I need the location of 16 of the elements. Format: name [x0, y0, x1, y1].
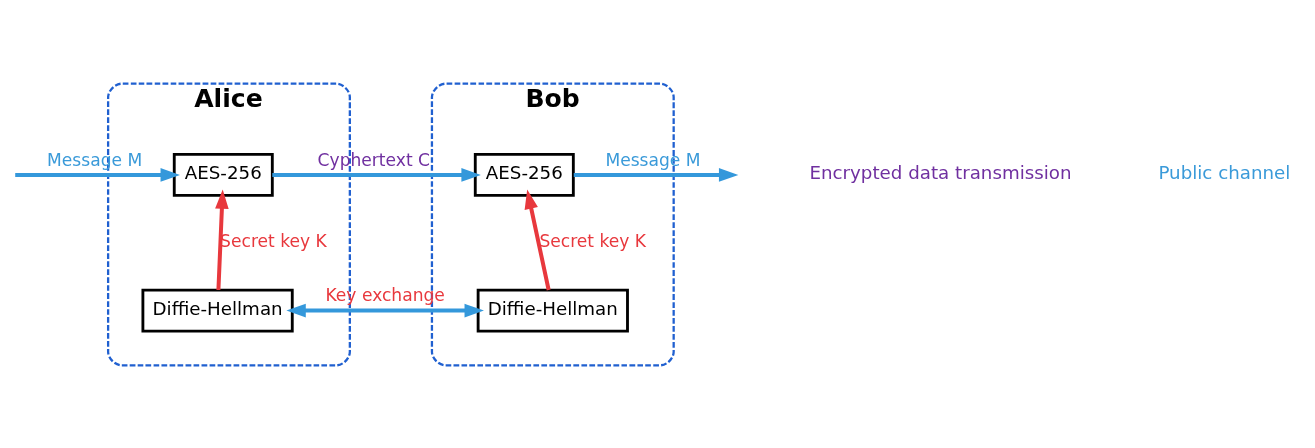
- arrow: [573, 167, 739, 182]
- arrow: [272, 167, 481, 182]
- edge-label: Secret key K: [220, 230, 327, 251]
- node-box: AES-256: [172, 152, 274, 197]
- arrow: [524, 189, 551, 290]
- label: Public channel: [1158, 161, 1291, 183]
- arrow: [215, 188, 229, 290]
- label: Encrypted data transmission: [809, 161, 1072, 183]
- node-box: AES-256: [473, 152, 575, 197]
- node-box: Diffie-Hellman: [141, 288, 294, 333]
- edge-label: Cyphertext C: [317, 149, 430, 170]
- node-box: Diffie-Hellman: [476, 288, 629, 333]
- arrow: [286, 303, 484, 317]
- edge-label: Secret key K: [539, 230, 647, 251]
- edge-label: Message M: [47, 149, 143, 170]
- arrow: [15, 167, 180, 182]
